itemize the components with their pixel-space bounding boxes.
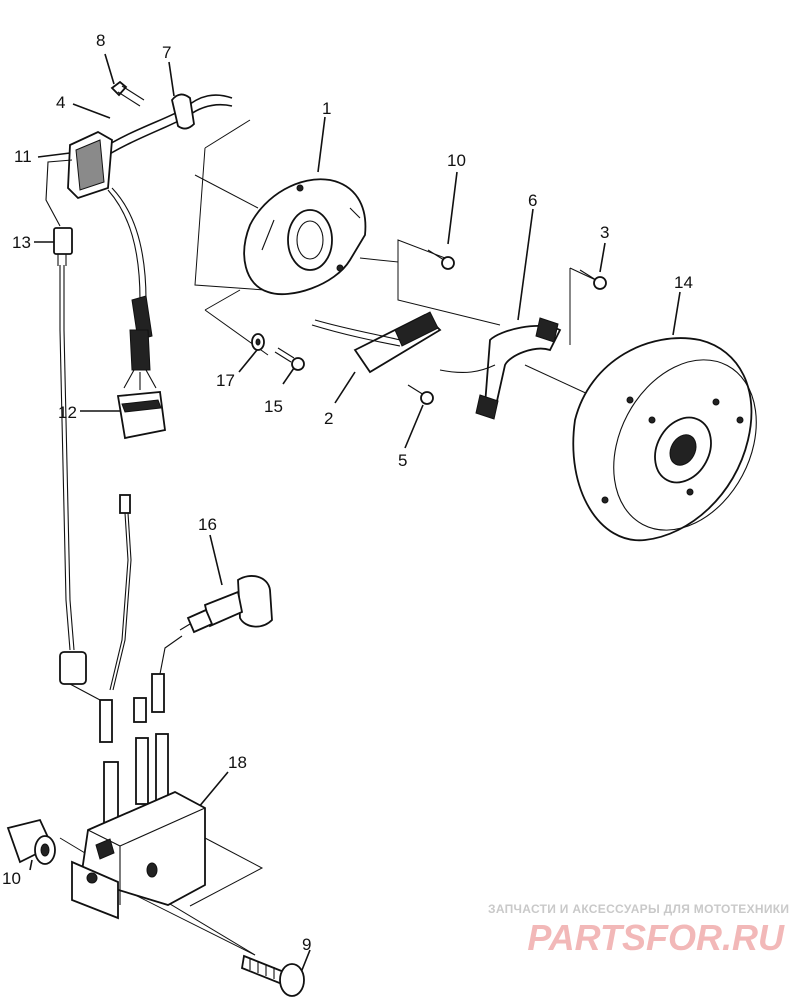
callout-13: 13 xyxy=(12,233,31,252)
bolt-9 xyxy=(240,954,305,997)
harness-connector-12 xyxy=(116,295,167,440)
connector-13 xyxy=(53,227,73,266)
callout-9: 9 xyxy=(302,935,311,954)
callout-10-lower: 10 xyxy=(2,869,21,888)
harness-wires xyxy=(59,187,147,651)
bolt-15 xyxy=(274,347,305,371)
callout-14: 14 xyxy=(674,273,693,292)
collar-10-lower xyxy=(6,818,56,865)
callout-4: 4 xyxy=(56,93,65,112)
callout-18: 18 xyxy=(228,753,247,772)
screw-5 xyxy=(407,384,434,405)
callout-16: 16 xyxy=(198,515,217,534)
pulser-coil-2 xyxy=(311,311,442,374)
wire-terminal xyxy=(109,494,132,691)
washer-17 xyxy=(251,333,265,351)
watermark-logo: PARTSFOR.RU xyxy=(527,917,785,958)
callout-3: 3 xyxy=(600,223,609,242)
callout-2: 2 xyxy=(324,409,333,428)
callout-10-upper: 10 xyxy=(447,151,466,170)
callout-11: 11 xyxy=(14,147,32,166)
screw-10-upper xyxy=(427,249,455,270)
callout-5: 5 xyxy=(398,451,407,470)
callout-1: 1 xyxy=(322,99,331,118)
connector-block xyxy=(59,651,109,706)
callout-6: 6 xyxy=(528,191,537,210)
leader-lines xyxy=(29,53,681,976)
stator-plate-1 xyxy=(243,178,367,296)
spark-plug-cap-16 xyxy=(179,575,273,634)
callout-12: 12 xyxy=(58,403,77,422)
bolt-8 xyxy=(110,80,145,107)
callout-labels: 8 7 4 11 13 1 10 6 3 14 12 17 15 2 5 16 … xyxy=(2,31,693,954)
callout-7: 7 xyxy=(162,43,171,62)
callout-8: 8 xyxy=(96,31,105,50)
clamp-7 xyxy=(171,93,195,130)
callout-17: 17 xyxy=(216,371,235,390)
wire-tube-4 xyxy=(99,93,233,161)
watermark-caption: ЗАПЧАСТИ И АКСЕССУАРЫ ДЛЯ МОТОТЕХНИКИ xyxy=(488,902,790,916)
watermark-logo-text: PARTSFOR.RU xyxy=(527,917,785,958)
screw-3 xyxy=(579,269,607,290)
ignition-coil-18 xyxy=(71,791,206,920)
rectifier-11 xyxy=(45,130,113,227)
callout-15: 15 xyxy=(264,397,283,416)
flywheel-14 xyxy=(572,337,757,542)
charging-coil-6 xyxy=(439,317,562,420)
ht-leads xyxy=(99,635,183,825)
